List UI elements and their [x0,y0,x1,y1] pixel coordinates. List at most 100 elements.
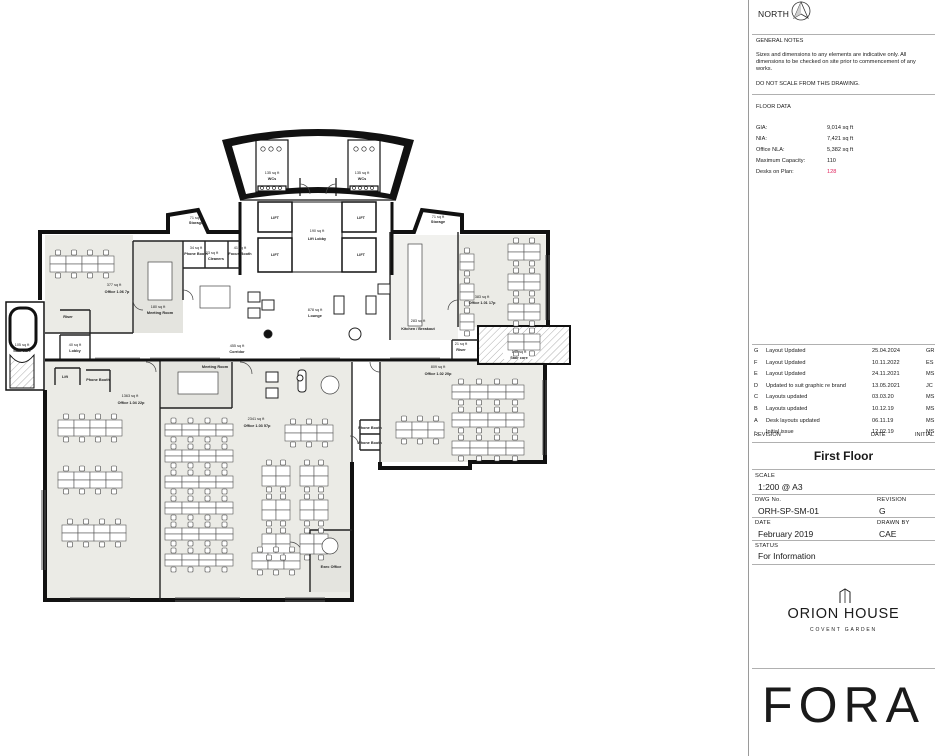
chair [318,520,324,527]
building-area: COVENT GARDEN [810,627,877,633]
chair [95,436,101,443]
desk [164,553,183,561]
room-liftlobby-name: Lift Lobby [308,237,327,241]
chair [79,413,85,420]
room-lift2-name: LIFT [357,216,366,220]
chair [95,488,101,495]
revision-init: MS [926,406,935,412]
room-lobby-area: 40 sq ft [69,343,82,347]
room-meeting1-area: 180 sq ft [151,305,167,309]
chair [529,297,535,304]
chair [318,554,324,561]
room-office104-area: 1363 sq ft [122,394,140,398]
revision-init: MS [926,429,935,436]
desk [313,465,329,477]
room-focus-area: 41 sq ft [234,246,247,250]
desk [57,479,75,489]
meeting-tables [147,243,423,555]
desk [73,471,91,481]
room-office102-name: Office 1.02 20p [425,372,452,376]
desk [109,524,127,534]
room-focus-name: Focus Booth [228,252,252,256]
interior-partitions [45,232,478,600]
chair [204,495,211,502]
chair [401,438,407,445]
chair [529,350,535,357]
desk [105,479,123,489]
desk [198,533,217,541]
chair [221,462,228,469]
divider [752,564,935,565]
chair [87,249,93,256]
desk [507,333,525,343]
drawn-by-value: CAE [879,529,897,539]
desk-blocks [49,243,541,570]
chair [99,541,105,548]
desk [215,481,234,489]
chair [170,547,177,554]
chair [494,399,500,406]
room-lounge-name: Lounge [308,314,322,318]
chair [111,465,117,472]
desk [487,419,507,428]
chair [87,272,93,279]
desk [523,341,541,351]
desk [215,455,234,463]
revision-date: 10.12.19 [872,406,894,412]
room-wc1-name: WCs [268,177,276,181]
desk [73,479,91,489]
desk [251,552,269,562]
desk [164,527,183,535]
chair [221,547,228,554]
desk [57,419,75,429]
chair [306,418,312,425]
north-label: NORTH [758,9,790,19]
desk [198,527,217,535]
desk [215,449,234,457]
desk [181,481,200,489]
desk [198,553,217,561]
chair [170,514,177,521]
desk [65,255,83,265]
revision-rev: G [754,348,759,354]
room-office106-area: 377 sq ft [107,283,123,287]
room-stair1-name: Stair core [13,349,31,353]
revision-rev: D [754,382,759,389]
desk [198,507,217,515]
room-office104-name: Office 1.04 22p [118,401,145,405]
company-logo: FORA [762,677,925,733]
desk [181,455,200,463]
floor-title: First Floor [813,449,874,463]
chair [476,427,482,434]
desk [523,281,541,291]
room-lift4-name: LIFT [357,253,366,257]
chair [266,527,272,534]
chair [204,514,211,521]
desk [93,524,111,534]
chair [79,465,85,472]
status-caption: STATUS [755,543,779,549]
revision-date: 24.11.2021 [872,371,900,378]
desk [284,432,302,442]
desk [81,263,99,273]
desk [507,341,525,351]
room-corridor-name: Corridor [229,350,245,354]
desk [487,391,507,400]
room-phone1-name: Phone Booth [184,252,208,256]
desk [198,455,217,463]
max-capacity-value: 110 [827,158,836,164]
desk [164,501,183,509]
chair [280,486,286,493]
desk [81,255,99,265]
chair [63,488,69,495]
chair [513,237,519,244]
desk [181,423,200,431]
desk [523,333,541,343]
desk [215,429,234,437]
orion-house-icon [839,588,851,603]
chair [304,527,310,534]
desk [73,427,91,437]
chair [221,495,228,502]
room-wc2-area: 135 sq ft [355,171,371,175]
